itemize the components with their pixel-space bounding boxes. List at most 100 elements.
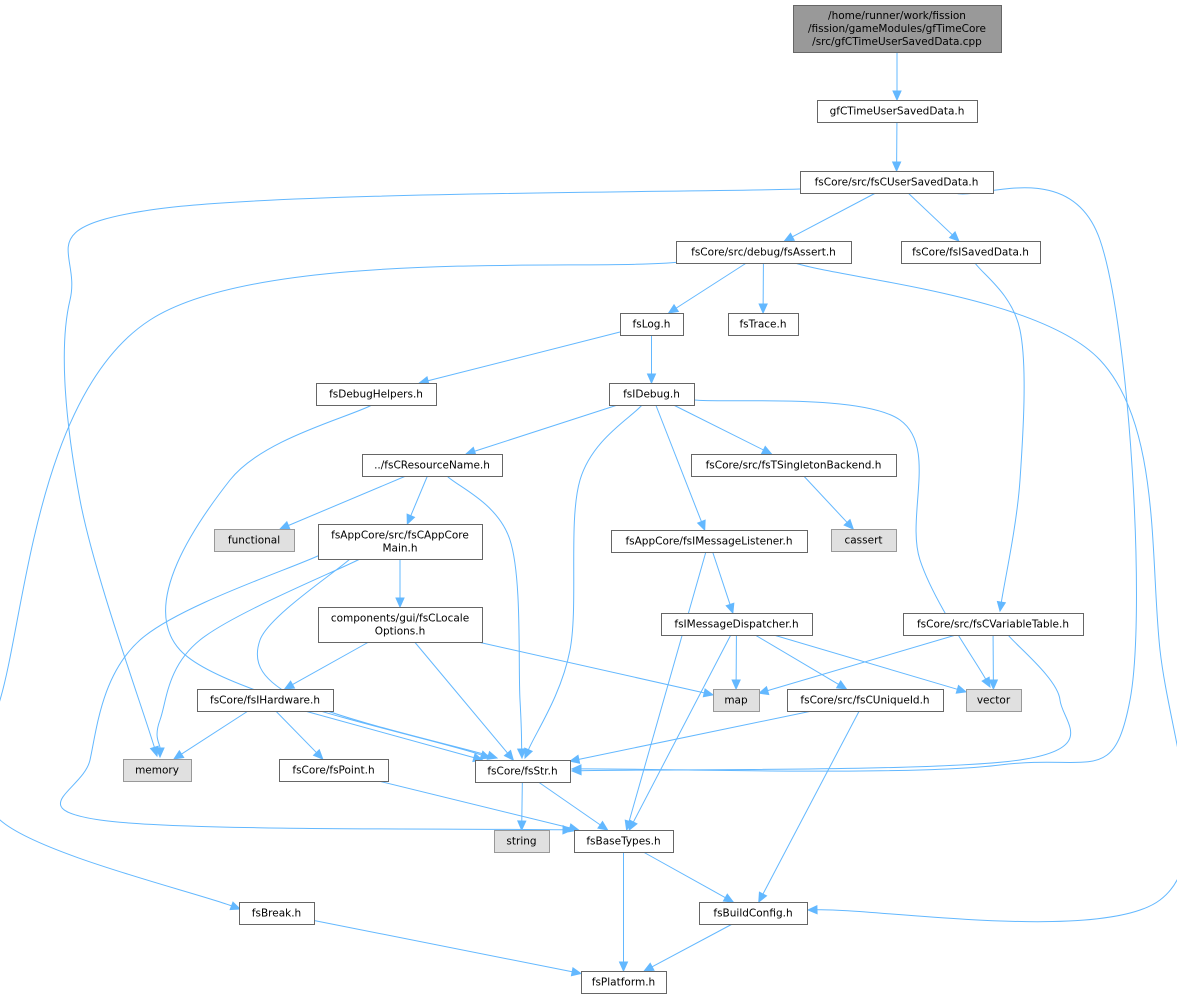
edge-line <box>63 188 801 748</box>
edge-arrowhead <box>731 679 741 691</box>
edge-line <box>165 404 482 756</box>
node-label: fsCore/fsISavedData.h <box>912 247 1029 259</box>
node-box <box>574 830 674 853</box>
node-fsTrace[interactable]: fsTrace.h <box>728 313 799 336</box>
node-map: map <box>713 689 760 712</box>
node-box <box>197 689 334 712</box>
edge-line <box>474 404 618 452</box>
edge-arrowhead <box>568 823 580 833</box>
node-fsBuildConfig[interactable]: fsBuildConfig.h <box>699 902 808 925</box>
node-fsAssert[interactable]: fsCore/src/debug/fsAssert.h <box>676 241 852 264</box>
edge-fsIDebug-to-fsTSingletonBackend <box>673 404 773 455</box>
edge-line <box>580 634 1072 772</box>
edge-fsIMessageDispatcher-to-fsBaseTypes <box>628 634 732 832</box>
node-box <box>713 689 760 712</box>
edge-arrowhead <box>406 513 416 526</box>
edge-fsCLocaleOptions-to-fsIHardware <box>283 641 369 690</box>
edge-arrowhead <box>278 520 291 530</box>
node-box <box>691 454 897 477</box>
edge-root-to-gfCTimeUserSavedData <box>892 52 902 102</box>
node-fsIMessageListener[interactable]: fsAppCore/fsIMessageListener.h <box>611 530 808 553</box>
edge-line <box>762 710 860 895</box>
node-fsIDebug[interactable]: fsIDebug.h <box>609 383 695 406</box>
node-fsPoint[interactable]: fsCore/fsPoint.h <box>279 759 389 782</box>
edge-fsCLocaleOptions-to-fsStr <box>414 641 515 761</box>
edge-arrowhead <box>516 748 527 760</box>
node-fsIMessageDispatcher[interactable]: fsIMessageDispatcher.h <box>661 613 813 636</box>
node-gfCTimeUserSavedData[interactable]: gfCTimeUserSavedData.h <box>817 100 978 123</box>
node-label: fsBaseTypes.h <box>586 836 660 848</box>
edge-fsIHardware-to-memory <box>172 710 249 760</box>
edge-fsStr-to-string <box>517 781 527 832</box>
edge-fsTSingletonBackend-to-cassert <box>803 475 855 530</box>
edge-fsCResourceName-to-fsStr <box>446 475 527 760</box>
edge-arrowhead <box>988 679 999 691</box>
edge-fsBaseTypes-to-fsBuildConfig <box>643 851 735 903</box>
node-box <box>362 454 503 477</box>
node-fsTSingletonBackend[interactable]: fsCore/src/fsTSingletonBackend.h <box>691 454 897 477</box>
edge-line <box>477 641 705 694</box>
node-label: gfCTimeUserSavedData.h <box>830 106 965 118</box>
edge-line <box>60 554 564 831</box>
node-root[interactable]: /home/runner/work/fission/fission/gameMo… <box>793 5 1002 53</box>
edge-fsLog-to-fsDebugHelpers <box>418 331 621 386</box>
node-label: fsLog.h <box>633 319 671 331</box>
node-label: map <box>724 695 748 707</box>
edge-fsBreak-to-fsPlatform <box>313 919 583 977</box>
edge-fsCAppCoreMain-to-fsCLocaleOptions <box>395 559 405 609</box>
edge-line <box>275 710 317 753</box>
node-box <box>123 759 192 782</box>
edge-line <box>767 634 956 692</box>
edge-fsAssert-to-fsTrace <box>758 262 768 315</box>
edge-arrowhead <box>948 231 960 242</box>
node-fsBaseTypes[interactable]: fsBaseTypes.h <box>574 830 674 853</box>
edge-arrowhead <box>758 891 768 904</box>
edge-arrowhead <box>806 904 818 915</box>
edge-arrowhead <box>646 373 657 385</box>
edge-fsCAppCoreMain-to-memory <box>155 558 361 759</box>
edge-fsLog-to-fsIDebug <box>646 335 657 385</box>
node-fsCUserSavedData[interactable]: fsCore/src/fsCUserSavedData.h <box>800 171 994 194</box>
edge-fsCAppCoreMain-to-fsStr <box>256 558 499 760</box>
edge-fsIHardware-to-fsPoint <box>275 710 324 760</box>
node-fsCResourceName[interactable]: ../fsCResourceName.h <box>362 454 503 477</box>
node-label: fsIDebug.h <box>623 389 680 401</box>
node-fsISavedData[interactable]: fsCore/fsISavedData.h <box>901 241 1041 264</box>
node-fsStr[interactable]: fsCore/fsStr.h <box>475 760 571 783</box>
node-box <box>494 830 550 853</box>
edge-arrowhead <box>722 893 735 903</box>
edge-fsIDebug-to-fsIMessageListener <box>655 404 706 532</box>
node-label: fsCore/src/fsCVariableTable.h <box>917 619 1069 631</box>
edge-arrowhead <box>760 445 773 455</box>
node-fsPlatform[interactable]: fsPlatform.h <box>581 971 667 994</box>
node-box <box>787 689 944 712</box>
edge-arrowhead <box>955 684 968 694</box>
edge-line <box>410 475 428 516</box>
edge-fsCUniqueId-to-fsBuildConfig <box>758 710 860 904</box>
edge-arrowhead <box>570 765 582 776</box>
node-fsBreak[interactable]: fsBreak.h <box>239 902 315 925</box>
node-label: memory <box>135 765 179 777</box>
edge-fsCVariableTable-to-vector <box>988 634 999 691</box>
node-label: fsAppCore/src/fsCAppCore <box>331 530 469 542</box>
node-box <box>728 313 799 336</box>
edge-line <box>304 710 475 759</box>
node-fsDebugHelpers[interactable]: fsDebugHelpers.h <box>316 383 437 406</box>
edge-fsIMessageDispatcher-to-map <box>731 634 741 691</box>
edge-arrowhead <box>597 820 609 831</box>
node-label: fsDebugHelpers.h <box>329 389 423 401</box>
node-fsLog[interactable]: fsLog.h <box>620 313 684 336</box>
node-fsIHardware[interactable]: fsCore/fsIHardware.h <box>197 689 334 712</box>
edge-fsBaseTypes-to-fsPlatform <box>618 852 629 973</box>
edge-arrowhead <box>667 303 680 314</box>
node-label: fsCore/src/fsCUniqueId.h <box>800 695 929 707</box>
edge-arrowhead <box>283 680 296 690</box>
node-fsCVariableTable[interactable]: fsCore/src/fsCVariableTable.h <box>903 613 1084 636</box>
edge-arrowhead <box>517 820 527 832</box>
edge-arrowhead <box>229 901 242 911</box>
node-fsCUniqueId[interactable]: fsCore/src/fsCUniqueId.h <box>787 689 944 712</box>
edge-arrowhead <box>981 676 991 689</box>
edge-line <box>446 475 523 750</box>
